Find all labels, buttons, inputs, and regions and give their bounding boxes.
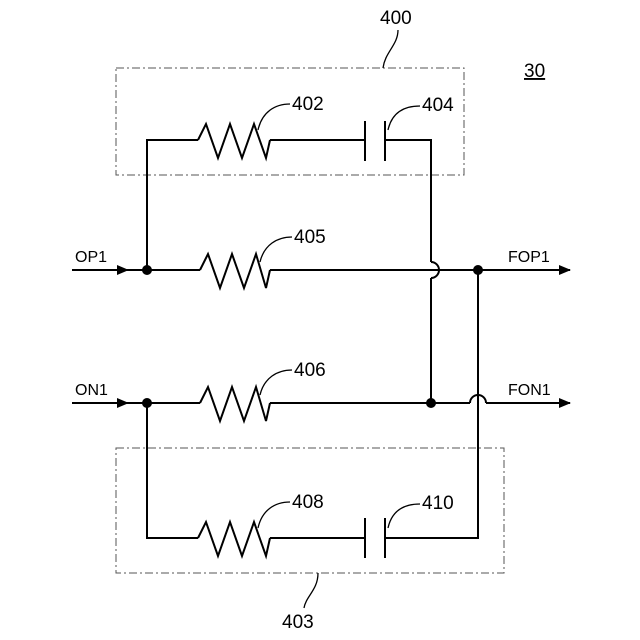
resistor-406 xyxy=(200,387,270,421)
resistor-405 xyxy=(200,254,270,288)
junction-dot-fon1 xyxy=(426,398,436,408)
label-406: 406 xyxy=(294,360,326,381)
leader-402 xyxy=(258,104,290,130)
junction-dot-op1 xyxy=(142,265,152,275)
terminal-op1: OP1 xyxy=(75,249,107,266)
leader-404 xyxy=(388,106,420,130)
resistor-402 xyxy=(198,124,270,158)
lower-block-leader xyxy=(304,573,318,608)
terminal-fop1: FOP1 xyxy=(508,249,550,266)
upper-branch-left-wire xyxy=(147,140,198,270)
upper-block-label: 400 xyxy=(380,8,412,29)
terminal-on1: ON1 xyxy=(75,382,108,399)
figure-number: 30 xyxy=(524,61,545,82)
upper-branch-right-wire xyxy=(385,140,431,262)
upper-block-leader xyxy=(383,30,398,68)
junction-dot-fop1 xyxy=(473,265,483,275)
label-410: 410 xyxy=(422,493,454,514)
resistor-408 xyxy=(198,522,270,556)
lower-branch-left-wire xyxy=(147,403,198,538)
leader-408 xyxy=(258,502,290,528)
label-405: 405 xyxy=(294,227,326,248)
capacitor-404 xyxy=(365,121,385,161)
upper-block-outline xyxy=(116,68,464,175)
label-404: 404 xyxy=(422,95,454,116)
terminal-fon1: FON1 xyxy=(508,382,551,399)
leader-406 xyxy=(260,370,292,395)
label-402: 402 xyxy=(292,94,324,115)
leader-410 xyxy=(388,504,420,528)
junction-dot-on1 xyxy=(142,398,152,408)
label-408: 408 xyxy=(292,492,324,513)
leader-405 xyxy=(260,237,292,262)
capacitor-410 xyxy=(365,518,385,558)
lower-block-label: 403 xyxy=(282,612,314,633)
